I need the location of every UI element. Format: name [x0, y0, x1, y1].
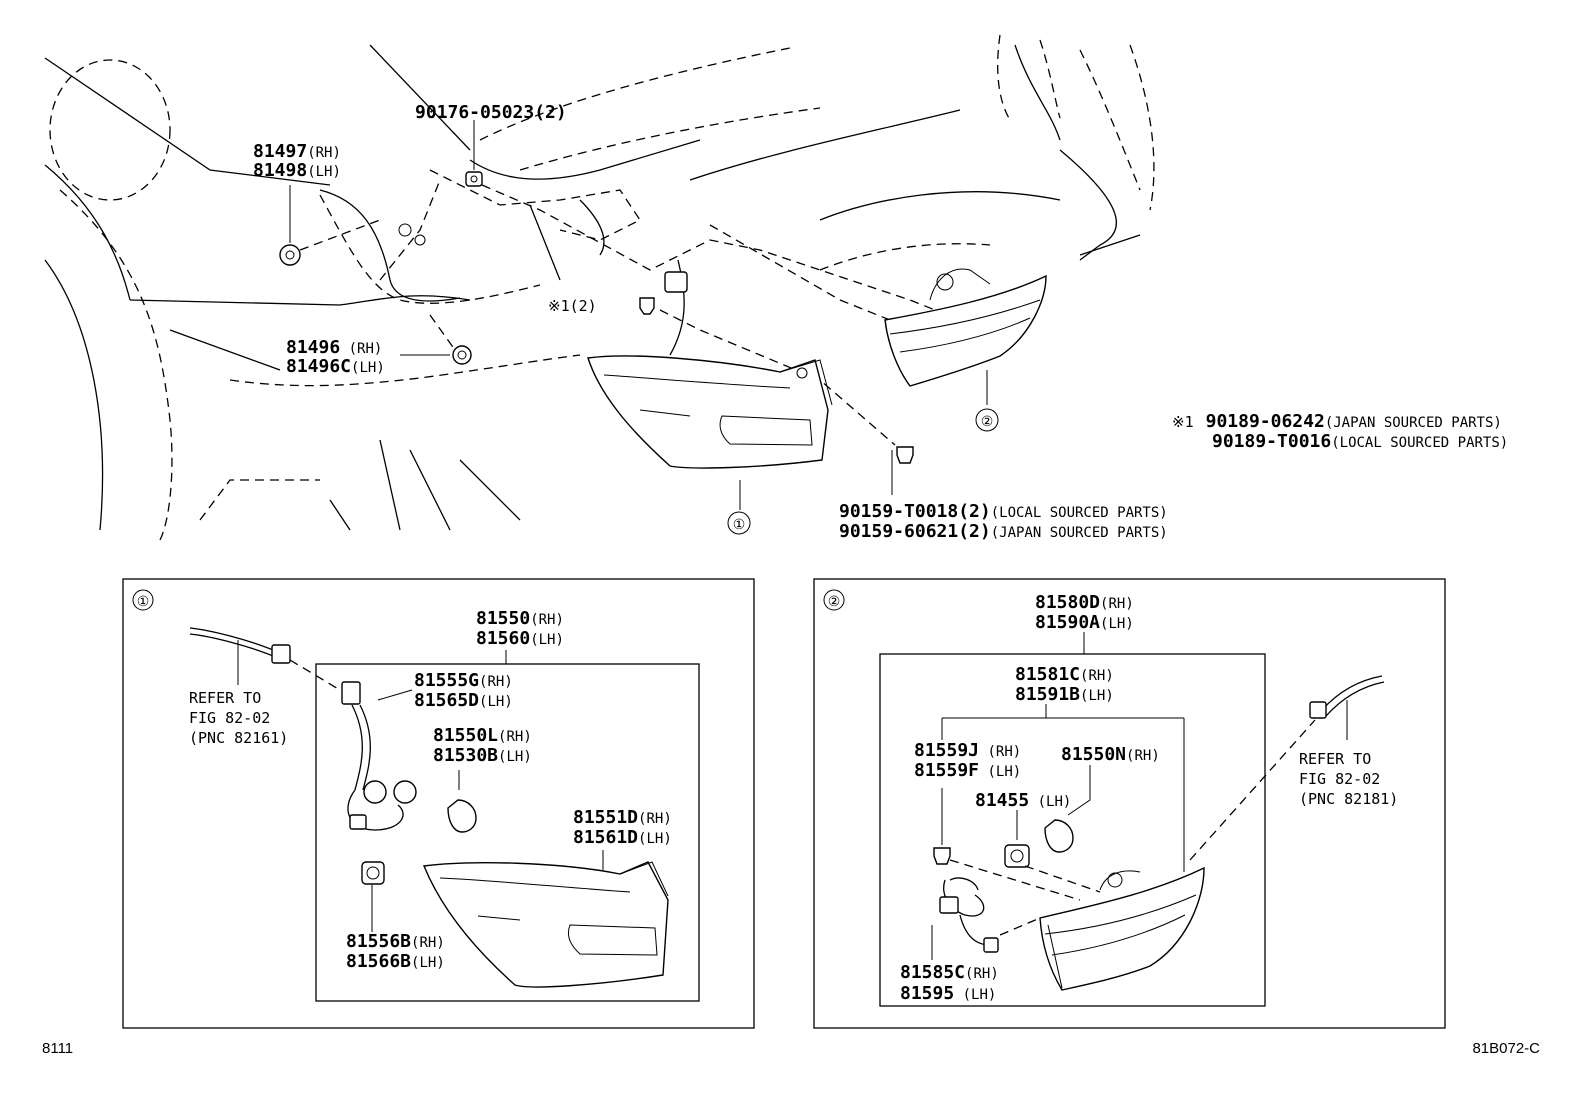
p2-wire-rh: 81585C(RH) [900, 962, 999, 983]
panel-2: ② [813, 578, 1446, 1029]
p2-assy-rh: 81580D(RH) [1035, 592, 1134, 613]
p1-wire-lh: 81565D(LH) [414, 690, 513, 711]
outer-lens-icon [423, 861, 669, 988]
p2-lens-lh: 81591B(LH) [1015, 684, 1114, 705]
p1-refer-1: REFER TO [189, 689, 261, 707]
inner-tail-lamp [884, 268, 1047, 387]
top-leader-lines [289, 120, 988, 510]
p2-assy-lh: 81590A(LH) [1035, 612, 1134, 633]
clip-icon [279, 244, 301, 266]
socket-icon [361, 861, 385, 885]
socket-icon [1004, 844, 1030, 868]
p2-wire-lh: 81595 (LH) [900, 983, 996, 1004]
panel-1-badge: ① [137, 594, 150, 610]
p1-sock-rh: 81556B(RH) [346, 931, 445, 952]
label-screw-star: ※1(2) [548, 297, 597, 315]
label-90159b: 90159-60621(2)(JAPAN SOURCED PARTS) [839, 521, 1168, 542]
p1-wire-rh: 81555G(RH) [414, 670, 513, 691]
p2-refer-3: (PNC 82181) [1299, 790, 1398, 808]
callout-badge-2-label: ② [981, 414, 994, 430]
p1-bulb-rh: 81550L(RH) [433, 725, 532, 746]
panel-2-badge: ② [828, 594, 841, 610]
p1-refer-3: (PNC 82161) [189, 729, 288, 747]
panel-1: ① [122, 578, 755, 1029]
p1-lens-rh: 81551D(RH) [573, 807, 672, 828]
p1-lens-lh: 81561D(LH) [573, 827, 672, 848]
car-body-outline [44, 34, 1155, 541]
bulb-icon [1044, 819, 1074, 853]
footer-right: 81B072-C [1472, 1040, 1540, 1057]
label-90159a: 90159-T0018(2)(LOCAL SOURCED PARTS) [839, 501, 1168, 522]
p2-sock-lh: 81455 (LH) [975, 790, 1071, 811]
p2-bulbB-rh: 81550N(RH) [1061, 744, 1160, 765]
connector-icon [1309, 701, 1327, 719]
footer-left: 8111 [42, 1040, 73, 1057]
callout-badge-1-label: ① [733, 517, 746, 533]
label-90176: 90176-05023(2) [415, 102, 567, 123]
bulb-icon [447, 799, 477, 833]
p2-lens-rh: 81581C(RH) [1015, 664, 1114, 685]
connector-icon [271, 644, 291, 664]
socket-icon [393, 780, 417, 804]
bulb-icon [933, 847, 951, 865]
connector-icon [983, 937, 999, 953]
p1-refer-2: FIG 82-02 [189, 709, 270, 727]
p1-sock-lh: 81566B(LH) [346, 951, 445, 972]
outer-tail-lamp [587, 259, 833, 469]
label-81498: 81498(LH) [253, 160, 341, 181]
socket-icon [363, 780, 387, 804]
p2-bulbA-rh: 81559J (RH) [914, 740, 1021, 761]
callout-badge-2 [975, 408, 999, 432]
p2-refer-1: REFER TO [1299, 750, 1371, 768]
p1-assy-lh: 81560(LH) [476, 628, 564, 649]
inner-lens-icon [1039, 866, 1205, 991]
p1-bulb-lh: 81530B(LH) [433, 745, 532, 766]
top-fasteners [279, 171, 914, 464]
note1-line2: 90189-T0016(LOCAL SOURCED PARTS) [1212, 431, 1508, 452]
connector-icon [341, 681, 361, 705]
p1-assy-rh: 81550(RH) [476, 608, 564, 629]
label-81497: 81497(RH) [253, 141, 341, 162]
label-81496: 81496 (RH) [286, 337, 382, 358]
nut-icon [465, 171, 483, 187]
callout-badge-1 [727, 511, 751, 535]
label-81496c: 81496C(LH) [286, 356, 385, 377]
grommet-icon [452, 345, 472, 365]
screw-icon [639, 297, 655, 315]
p2-refer-2: FIG 82-02 [1299, 770, 1380, 788]
bolt-icon [896, 446, 914, 464]
p2-bulbA-lh: 81559F (LH) [914, 760, 1021, 781]
